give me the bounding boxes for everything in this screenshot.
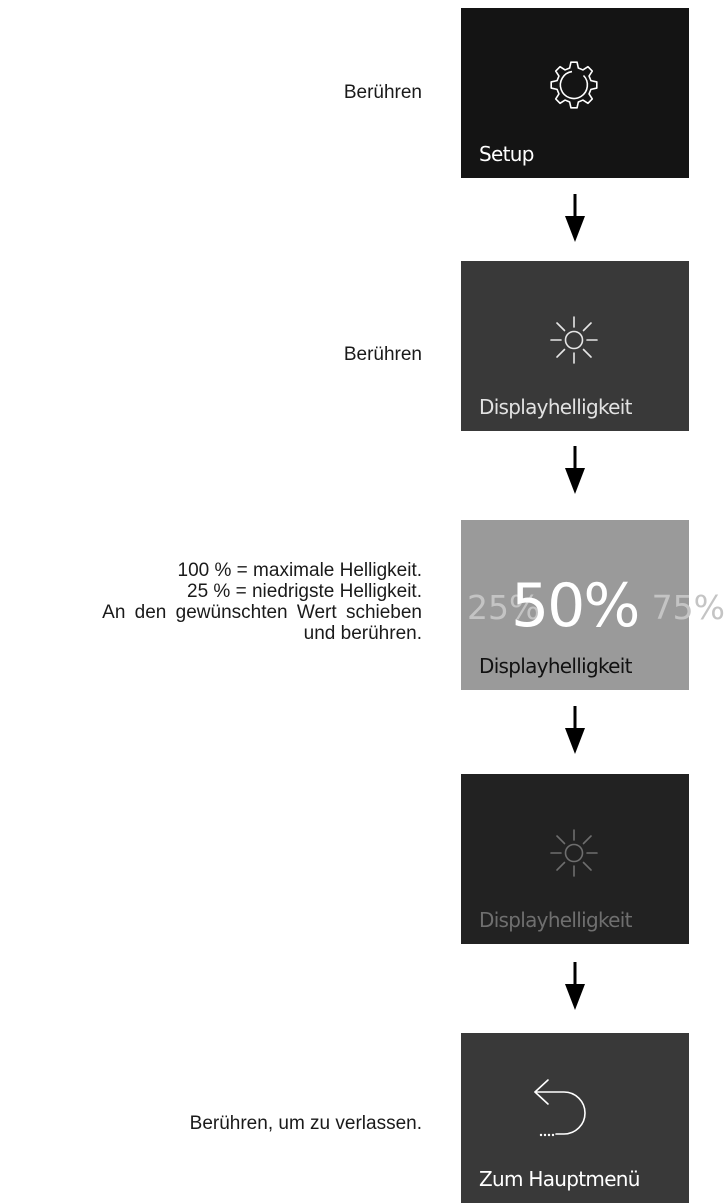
down-arrow-icon: [565, 194, 585, 242]
instruction-text: Berühren: [343, 82, 422, 103]
sun-icon: [550, 829, 598, 877]
instruction-line: 100 % = maximale Helligkeit.: [177, 560, 422, 581]
instruction-step-2: Berühren: [344, 344, 422, 365]
brightness-slider-tile[interactable]: 25% 75% 50% Displayhelligkeit: [461, 520, 725, 690]
brightness-tile-dimmed: Displayhelligkeit: [461, 774, 689, 944]
main-menu-tile[interactable]: Zum Hauptmenü: [461, 1033, 689, 1203]
brightness-option-75[interactable]: 75%: [651, 588, 725, 627]
instruction-text: Berühren, um zu verlassen.: [189, 1113, 422, 1134]
tile-label: Setup: [479, 142, 534, 166]
instruction-line: An den gewünschten Wert schieben: [102, 602, 422, 623]
tile-label: Displayhelligkeit: [479, 654, 632, 678]
down-arrow-icon: [565, 706, 585, 754]
return-arrow-icon: [534, 1079, 586, 1137]
brightness-selected-value[interactable]: 50%: [511, 571, 640, 641]
brightness-tile[interactable]: Displayhelligkeit: [461, 261, 689, 431]
instruction-line: und berühren.: [303, 623, 422, 644]
tile-label: Zum Hauptmenü: [479, 1167, 640, 1191]
down-arrow-icon: [565, 446, 585, 494]
tile-label: Displayhelligkeit: [479, 908, 632, 932]
setup-tile[interactable]: Setup: [461, 8, 689, 178]
instruction-step-3: 100 % = maximale Helligkeit. 25 % = nied…: [102, 560, 422, 644]
down-arrow-icon: [565, 962, 585, 1010]
instruction-line: 25 % = niedrigste Helligkeit.: [187, 581, 422, 602]
instruction-step-5: Berühren, um zu verlassen.: [190, 1113, 422, 1134]
gear-icon: [550, 61, 598, 109]
tile-label: Displayhelligkeit: [479, 395, 632, 419]
instruction-step-1: Berühren: [344, 82, 422, 103]
brightness-option-25[interactable]: 25%: [467, 588, 541, 627]
instruction-text: Berühren: [343, 344, 422, 365]
sun-icon: [550, 316, 598, 364]
